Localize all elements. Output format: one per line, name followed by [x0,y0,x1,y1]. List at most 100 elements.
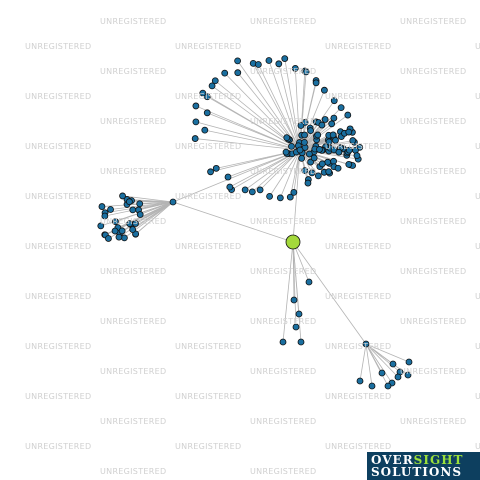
graph-node [320,86,328,94]
graph-node [297,338,305,346]
graph-node [275,60,283,68]
graph-node [192,118,200,126]
graph-node [254,61,262,68]
graph-node [330,97,338,105]
graph-node [334,164,342,172]
graph-edge [195,105,301,151]
graph-edge [202,92,301,151]
graph-edge [122,195,174,203]
graph-edge [258,64,301,151]
graph-node [276,194,284,202]
graph-edge [292,241,300,315]
graph-node [191,135,199,142]
graph-node [318,160,326,168]
graph-node [119,192,126,200]
graph-node [330,114,338,122]
graph-node [226,183,234,191]
graph-node [101,212,109,220]
graph-node [221,69,229,77]
graph-node [314,131,322,139]
graph-node [126,220,134,228]
graph-edge [172,149,301,203]
graph-node [345,146,353,154]
graph-node [126,198,133,206]
graph-node [305,150,313,158]
graph-node [201,126,209,134]
graph-node [120,234,128,242]
graph-node [105,235,112,242]
graph-node [136,211,144,218]
graph-node [404,371,412,379]
graph-node [310,154,318,162]
graph-node [115,233,123,241]
graph-node [265,57,273,64]
graph-node [111,227,119,235]
graph-edge [132,201,174,230]
graph-edge [172,201,294,243]
graph-node [281,55,289,62]
graph-edge [365,343,410,363]
graph-hub-node [169,198,177,206]
graph-node [208,82,216,90]
graph-node [316,146,323,153]
graph-node [290,296,298,304]
graph-node [302,68,310,76]
graph-node [98,203,106,210]
graph-node [356,377,364,385]
graph-node [345,128,353,136]
graph-node [234,69,242,77]
graph-edge [195,138,301,151]
graph-edge [252,63,301,151]
graph-node [405,358,413,366]
graph-edge [299,82,317,151]
graph-node [301,167,309,175]
graph-node [283,134,291,142]
graph-node [295,310,303,318]
graph-edge [282,241,294,343]
graph-node [384,382,392,390]
graph-edge [299,114,349,151]
brand-logo: OVERSIGHT SOLUTIONS [367,452,480,480]
graph-node [353,152,361,159]
graph-node [312,79,320,87]
graph-node [328,120,336,128]
graph-edge [278,63,301,151]
graph-edge [365,343,393,384]
graph-edge [359,343,367,382]
graph-node [241,186,249,194]
graph-node [129,226,137,233]
graph-node [279,338,287,346]
graph-node [118,227,126,235]
graph-node [321,116,329,123]
graph-edge [115,201,174,222]
graph-node [248,188,256,196]
graph-edge [237,60,301,151]
graph-edge [279,149,301,199]
graph-node [349,137,357,144]
graph-node [305,278,313,286]
graph-node [318,121,326,129]
graph-hub-node [296,146,304,154]
graph-node [112,218,119,225]
graph-node [256,186,264,194]
graph-node [97,222,105,230]
graph-node [308,169,316,177]
brand-logo-line-2: SOLUTIONS [371,465,462,479]
graph-node [212,164,220,172]
graph-node [192,102,200,110]
graph-node [136,200,144,208]
focus-node [285,234,301,250]
graph-node [394,373,402,381]
graph-edge [268,60,301,151]
graph-edge [292,149,301,243]
graph-node [301,131,308,139]
graph-node [203,93,211,101]
graph-edge [365,343,399,378]
graph-node [129,206,137,214]
graph-edge [204,129,301,151]
graph-node [107,206,114,213]
graph-edge [269,149,301,197]
graph-node [288,142,295,150]
graph-node [368,382,376,390]
